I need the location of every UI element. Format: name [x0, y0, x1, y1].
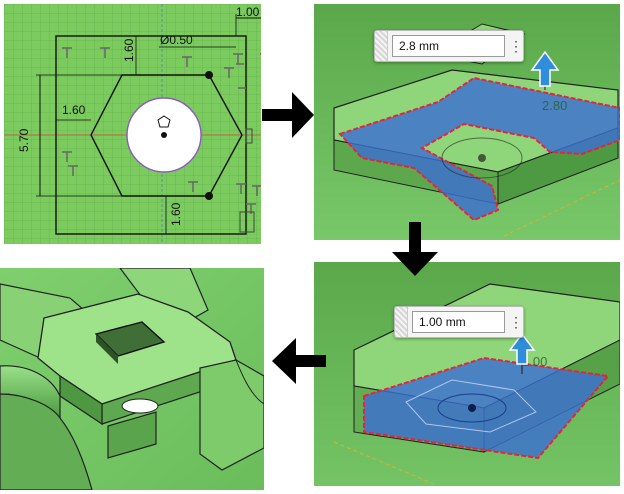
- sketch-canvas[interactable]: 1.00 Ø0.50 1.60 1.60 5.70 1.60: [4, 4, 261, 244]
- dim-hole-diameter[interactable]: Ø0.50: [160, 33, 193, 47]
- extrude1-viewport[interactable]: 2.80: [314, 4, 620, 240]
- drag-handle[interactable]: [395, 307, 408, 337]
- arrow-down-icon: [392, 222, 438, 276]
- vertex-point[interactable]: [205, 192, 213, 200]
- more-options-icon[interactable]: ⋮: [509, 314, 523, 330]
- arrow-left-icon: [272, 338, 326, 384]
- equal-constraint-icon: [239, 211, 255, 233]
- extrude-arrow-icon[interactable]: [508, 332, 536, 374]
- distance-input[interactable]: 2.8 mm: [392, 35, 505, 57]
- center-point: [161, 132, 167, 138]
- selected-profile[interactable]: [363, 356, 610, 460]
- more-options-icon[interactable]: ⋮: [509, 38, 523, 54]
- result-viewport[interactable]: [0, 268, 264, 490]
- constraint-icons: [62, 47, 261, 214]
- distance-input-box: 1.00 mm ⋮: [394, 306, 524, 338]
- arrow-right-icon: [262, 92, 314, 138]
- result-panel: [0, 268, 264, 490]
- ghost-dimension: 1.00: [522, 354, 547, 369]
- distance-input[interactable]: 1.00 mm: [412, 311, 505, 333]
- bottom-hole: [121, 398, 159, 414]
- extrude-panel-1: 2.80 2.8 mm ⋮: [314, 4, 620, 240]
- selected-profile[interactable]: [338, 76, 620, 222]
- ghost-dimension: 2.80: [542, 98, 567, 113]
- dim-upper[interactable]: 1.60: [122, 38, 136, 62]
- extrude-arrow-icon[interactable]: [530, 50, 560, 90]
- center-constraint-icon: [157, 115, 171, 128]
- extrude2-viewport[interactable]: 1.00: [314, 262, 620, 486]
- distance-input-box: 2.8 mm ⋮: [374, 30, 524, 62]
- dim-lower[interactable]: 1.60: [169, 202, 183, 226]
- extrude-panel-2: 1.00 1.00 mm ⋮: [314, 262, 620, 486]
- midpoint-marker: [245, 128, 253, 144]
- drag-handle[interactable]: [375, 31, 388, 61]
- vertex-point[interactable]: [205, 71, 213, 79]
- square-hole[interactable]: [94, 321, 166, 357]
- dim-left-offset[interactable]: 1.60: [62, 103, 86, 117]
- dim-top[interactable]: 1.00: [236, 5, 260, 19]
- sketch-panel: 1.00 Ø0.50 1.60 1.60 5.70 1.60: [4, 4, 261, 244]
- dim-height[interactable]: 5.70: [17, 128, 31, 152]
